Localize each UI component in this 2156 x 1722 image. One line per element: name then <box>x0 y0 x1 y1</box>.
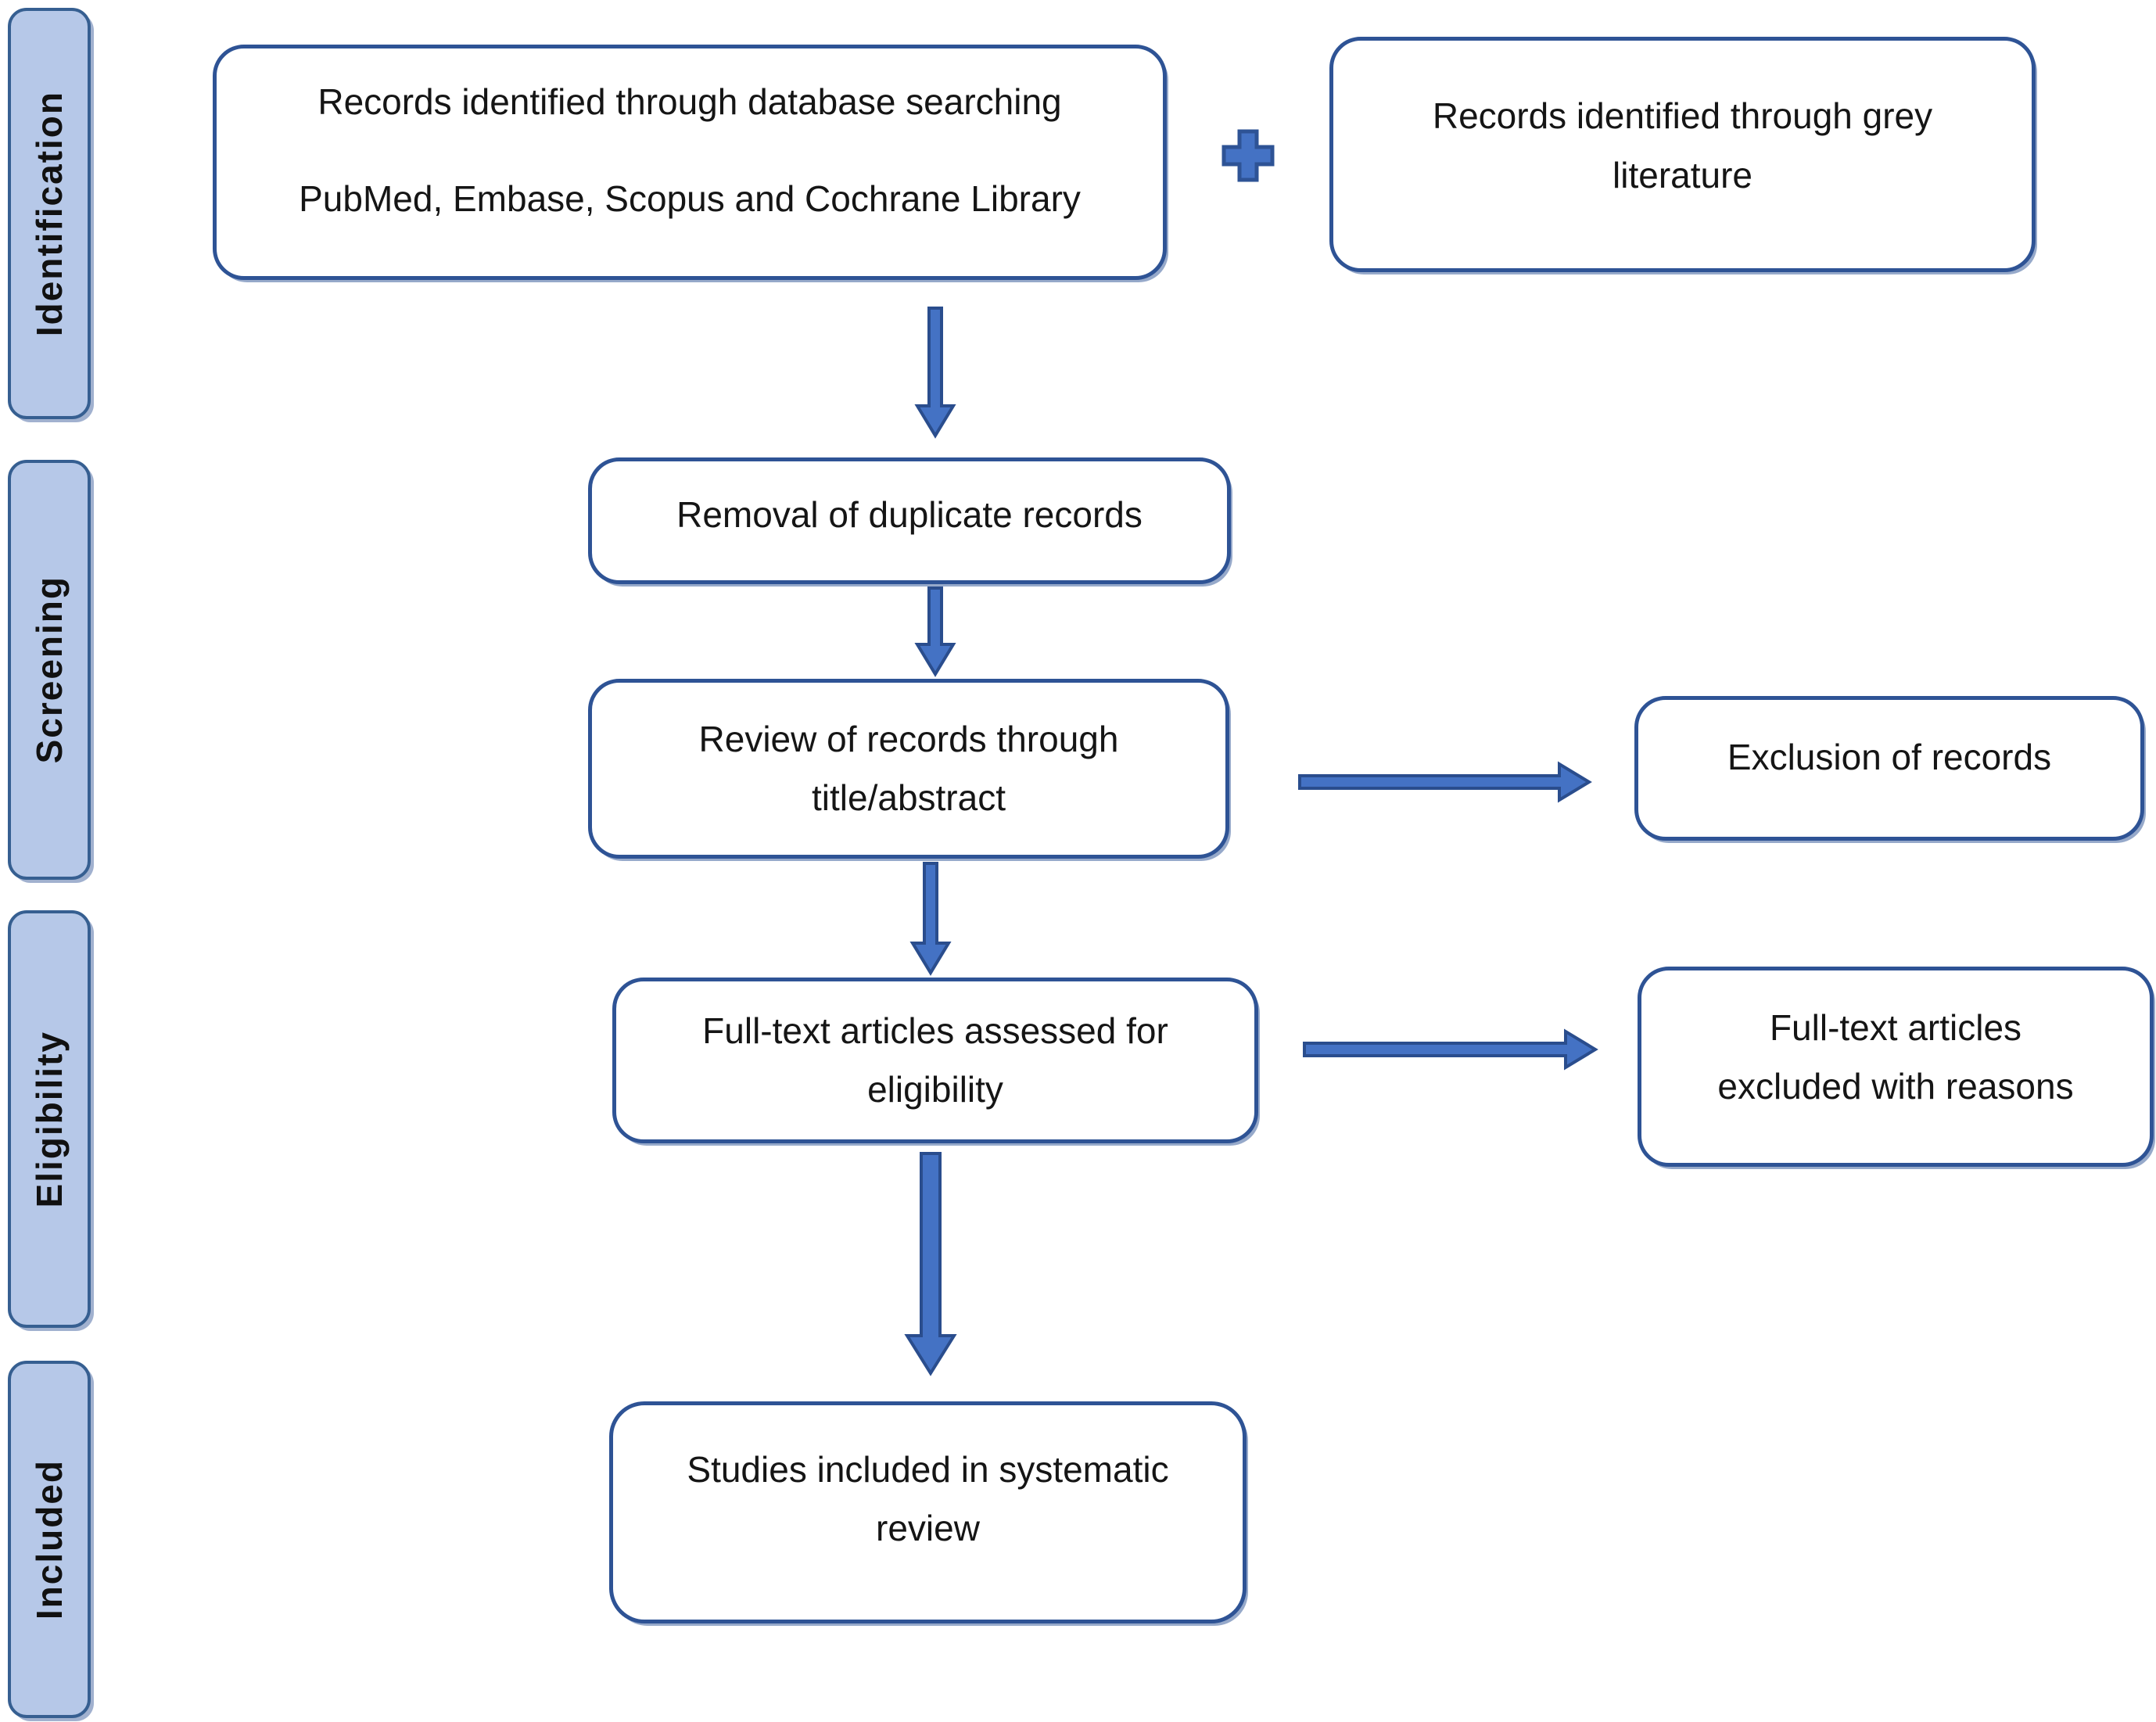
box-duplicate-removal-line1: Removal of duplicate records <box>676 494 1143 536</box>
box-duplicate-removal: Removal of duplicate records <box>588 457 1231 584</box>
box-included-studies-line2: review <box>876 1508 980 1548</box>
box-fulltext-assessed: Full-text articles assessed for eligibil… <box>612 978 1258 1143</box>
stage-screening-label: Screening <box>29 576 70 764</box>
box-database-search-line2: PubMed, Embase, Scopus and Cochrane Libr… <box>299 178 1081 219</box>
arrow-fulltext-to-excluded-icon <box>1303 1028 1598 1071</box>
box-grey-literature-line2: literature <box>1613 154 1752 196</box>
arrow-review-to-exclusion-icon <box>1298 761 1592 803</box>
box-grey-literature: Records identified through grey literatu… <box>1329 37 2036 272</box>
arrow-database-to-duplicates-icon <box>914 307 956 439</box>
box-database-search-line1: Records identified through database sear… <box>317 81 1062 122</box>
box-records-exclusion-line1: Exclusion of records <box>1727 736 2052 777</box>
stage-included: Included <box>8 1361 91 1718</box>
box-included-studies: Studies included in systematic review <box>609 1401 1247 1623</box>
plus-icon <box>1221 129 1275 182</box>
box-fulltext-excluded-line2: excluded with reasons <box>1717 1066 2074 1107</box>
box-title-abstract-review-line1: Review of records through <box>698 718 1119 759</box>
box-title-abstract-review: Review of records through title/abstract <box>588 679 1229 859</box>
box-included-studies-line1: Studies included in systematic <box>687 1448 1169 1490</box>
stage-screening: Screening <box>8 460 91 880</box>
arrow-fulltext-to-included-icon <box>904 1152 957 1376</box>
arrow-review-to-fulltext-icon <box>909 862 952 976</box>
stage-eligibility: Eligibility <box>8 910 91 1328</box>
box-fulltext-assessed-line1: Full-text articles assessed for <box>702 1010 1168 1051</box>
box-title-abstract-review-line2: title/abstract <box>812 777 1006 818</box>
stage-identification: Identification <box>8 8 91 419</box>
arrow-duplicates-to-review-icon <box>914 587 956 677</box>
stage-identification-label: Identification <box>29 90 70 337</box>
box-fulltext-excluded-line1: Full-text articles <box>1769 1006 2022 1048</box>
box-fulltext-assessed-line2: eligibility <box>867 1069 1003 1110</box>
box-fulltext-excluded: Full-text articles excluded with reasons <box>1638 967 2154 1167</box>
stage-included-label: Included <box>29 1458 70 1620</box>
box-database-search: Records identified through database sear… <box>213 45 1167 280</box>
stage-eligibility-label: Eligibility <box>29 1030 70 1208</box>
box-grey-literature-line1: Records identified through grey <box>1432 95 1933 136</box>
box-records-exclusion: Exclusion of records <box>1634 696 2144 841</box>
